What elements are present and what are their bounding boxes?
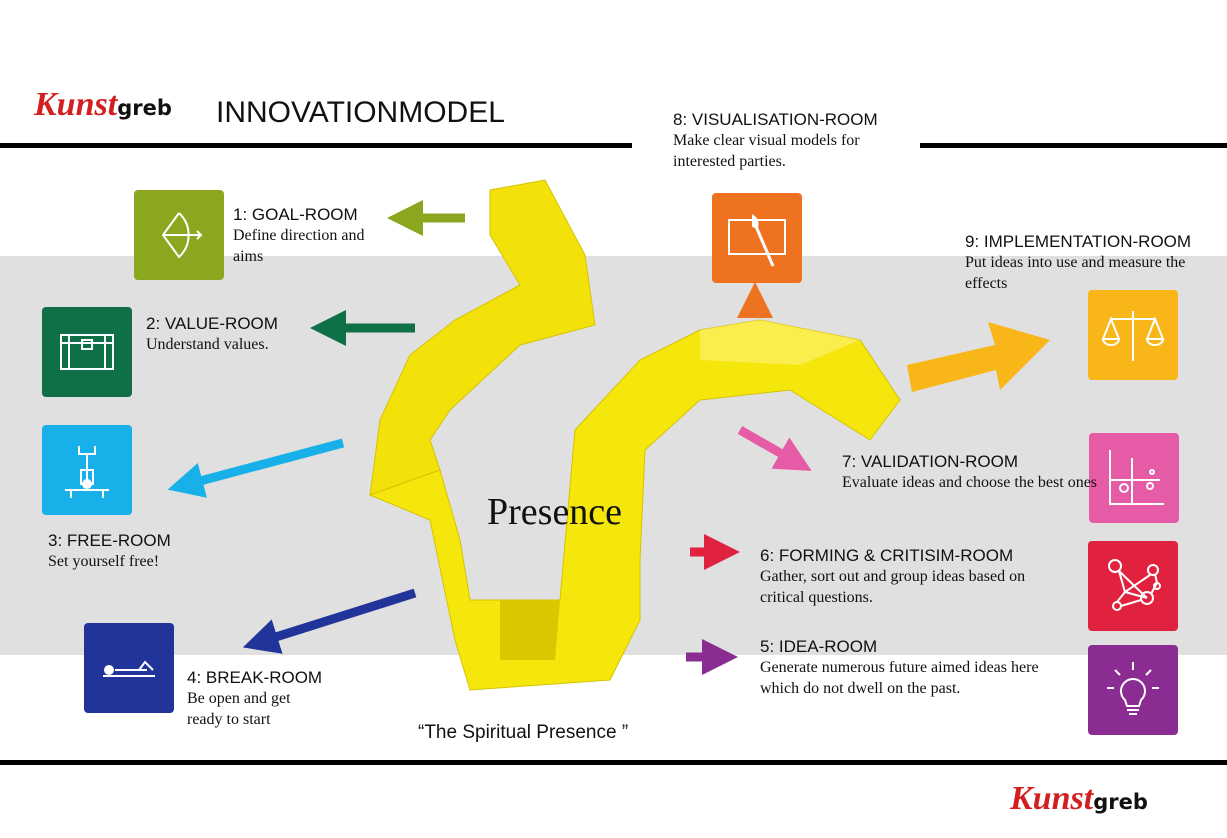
treasure-chest-icon xyxy=(42,307,132,397)
lying-person-icon xyxy=(84,623,174,713)
scales-icon xyxy=(1088,290,1178,380)
arrow-free xyxy=(167,438,345,498)
footer-logo: Kunstgreb xyxy=(1010,780,1148,817)
bow-arrow-icon xyxy=(134,190,224,280)
scatter-plot-icon xyxy=(1089,433,1179,523)
presence-label: Presence xyxy=(487,491,623,533)
arrow-break xyxy=(242,588,417,654)
arrow-implementation xyxy=(907,322,1050,392)
kunstgreb-logo: Kunstgreb xyxy=(34,86,172,123)
header-divider-left xyxy=(0,143,632,148)
lightbulb-icon xyxy=(1088,645,1178,735)
arrow-validation xyxy=(737,426,812,471)
canvas-brush-icon xyxy=(712,193,802,283)
header-divider-right xyxy=(920,143,1227,148)
footer-divider xyxy=(0,760,1227,765)
free-person-icon xyxy=(42,425,132,515)
page-title: INNOVATIONMODEL xyxy=(216,96,505,129)
caption: “The Spiritual Presence ” xyxy=(418,722,629,743)
network-icon xyxy=(1088,541,1178,631)
